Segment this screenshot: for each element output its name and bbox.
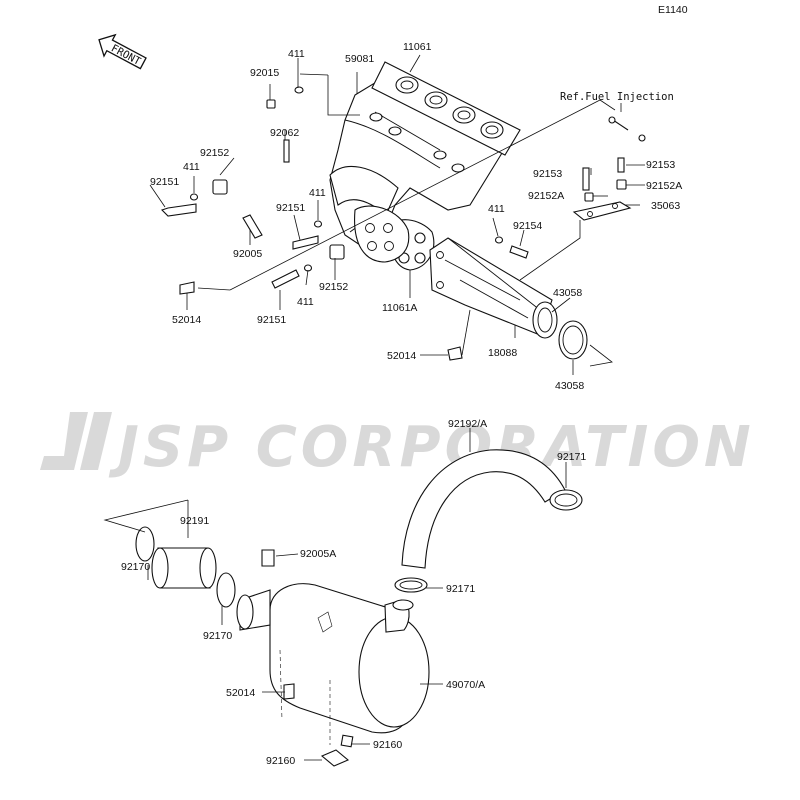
- gasket-11061: [371, 61, 521, 156]
- label-411: 411: [488, 203, 505, 215]
- label-92154: 92154: [513, 220, 542, 232]
- label-49070-A: 49070/A: [446, 679, 485, 691]
- label-411: 411: [309, 187, 326, 199]
- diagram-code: E1140: [658, 4, 688, 16]
- label-92151: 92151: [257, 314, 286, 326]
- label-92192-A: 92192/A: [448, 418, 487, 430]
- ring-43058: [558, 320, 588, 360]
- label-92151: 92151: [150, 176, 179, 188]
- leader-lines: [103, 54, 645, 761]
- label-92171: 92171: [446, 583, 475, 595]
- watermark: JSP CORPORATION: [40, 412, 755, 480]
- watermark-text: JSP CORPORATION: [108, 415, 755, 480]
- label-92062: 92062: [270, 127, 299, 139]
- reference-note: Ref.Fuel Injection: [560, 91, 674, 103]
- label-35063: 35063: [651, 200, 680, 212]
- hardware-upper: [160, 86, 646, 361]
- label-92191: 92191: [180, 515, 209, 527]
- label-43058: 43058: [553, 287, 582, 299]
- label-92160: 92160: [373, 739, 402, 751]
- label-92153: 92153: [646, 159, 675, 171]
- label-92152A: 92152A: [646, 180, 682, 192]
- label-92171: 92171: [557, 451, 586, 463]
- label-52014: 52014: [226, 687, 255, 699]
- label-92151: 92151: [276, 202, 305, 214]
- front-label: FRONT: [109, 42, 143, 68]
- label-52014: 52014: [387, 350, 416, 362]
- label-92170: 92170: [121, 561, 150, 573]
- exhaust-pipe-18088: [429, 237, 558, 339]
- label-92170: 92170: [203, 630, 232, 642]
- clamp-92171: [394, 489, 583, 593]
- label-52014: 52014: [172, 314, 201, 326]
- label-92160: 92160: [266, 755, 295, 767]
- label-92152: 92152: [319, 281, 348, 293]
- label-92152: 92152: [200, 147, 229, 159]
- label-11061A: 11061A: [382, 302, 417, 314]
- label-92005A: 92005A: [300, 548, 336, 560]
- label-92005: 92005: [233, 248, 262, 260]
- fittings-lower: [261, 549, 354, 767]
- label-411: 411: [183, 161, 200, 173]
- front-arrow: FRONT: [98, 33, 147, 70]
- label-59081: 59081: [345, 53, 374, 65]
- bracket-35063: [572, 201, 632, 221]
- sleeve-92191: [151, 547, 217, 589]
- label-18088: 18088: [488, 347, 517, 359]
- label-411: 411: [297, 296, 314, 308]
- part-labels: 411 59081 11061 92015 92062 92152 411 92…: [121, 41, 682, 767]
- label-92152A: 92152A: [528, 190, 564, 202]
- label-92015: 92015: [250, 67, 279, 79]
- label-11061: 11061: [403, 41, 432, 53]
- clamp-92170: [135, 526, 236, 608]
- label-43058: 43058: [555, 380, 584, 392]
- muffler-49070: [236, 583, 430, 745]
- label-411: 411: [288, 48, 305, 60]
- flange-plate: [354, 205, 410, 263]
- label-92153: 92153: [533, 168, 562, 180]
